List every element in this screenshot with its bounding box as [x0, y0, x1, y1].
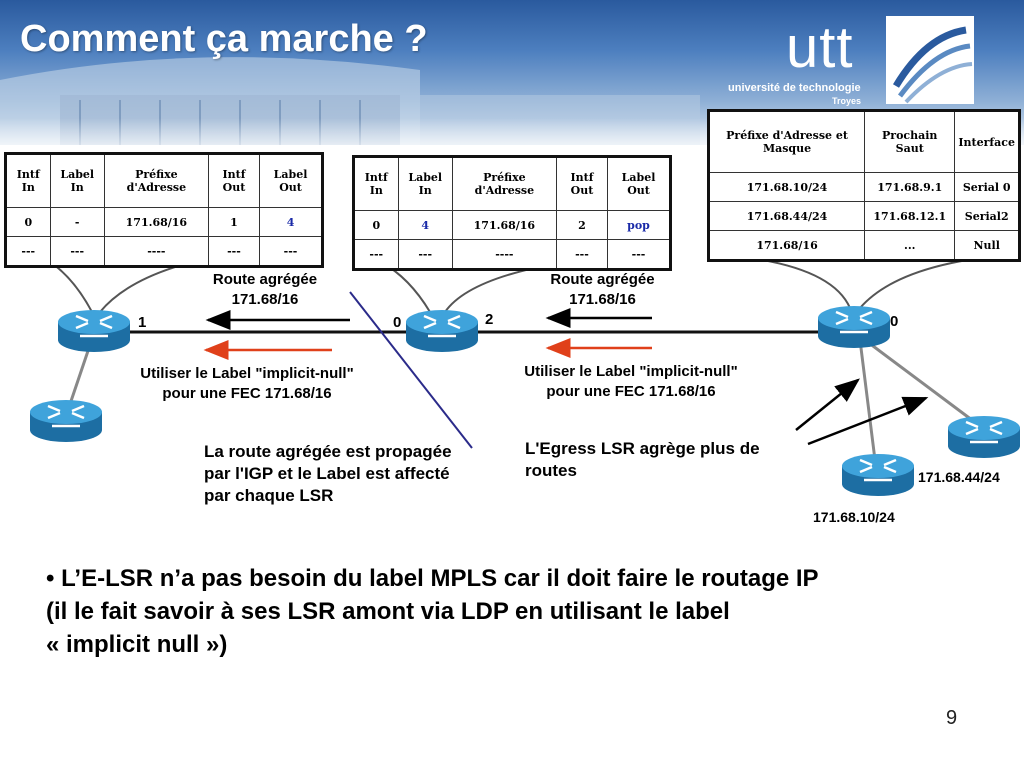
- table-header: Label Out: [259, 153, 323, 208]
- table-cell: 0: [5, 207, 51, 237]
- table-cell: ---: [353, 239, 399, 270]
- table-cell: 171.68/16: [451, 210, 557, 240]
- access-link: [858, 339, 877, 461]
- interface-number: 0: [393, 314, 402, 331]
- table-cell: ---: [397, 239, 453, 270]
- note-text: routes: [525, 461, 577, 480]
- table-cell: ----: [103, 236, 209, 267]
- table-header: Label In: [397, 156, 453, 211]
- route-label-prefix: 171.68/16: [569, 291, 636, 308]
- router-icon: [56, 308, 132, 354]
- note-text: par l'IGP et le Label est affecté: [204, 464, 450, 483]
- table-cell: 171.68.9.1: [864, 172, 956, 202]
- page-number: 9: [946, 707, 958, 729]
- table-cell: 171.68.12.1: [864, 201, 956, 231]
- egress-arrow: [807, 396, 929, 446]
- table-header: Intf In: [353, 156, 399, 211]
- logo-city: Troyes: [832, 96, 862, 106]
- table-header: Interface: [954, 110, 1020, 173]
- logo-emblem: [886, 16, 974, 104]
- network-prefix-label: 171.68.44/24: [918, 469, 1000, 485]
- table-header: Label Out: [607, 156, 671, 211]
- table-cell: ---: [607, 239, 671, 270]
- access-link: [66, 344, 92, 411]
- table-header: Préfixe d'Adresse et Masque: [707, 110, 866, 173]
- interface-number: 2: [485, 311, 494, 328]
- route-label-right: Route agrégée 171.68/16: [530, 270, 675, 310]
- lsr2-label-table: Intf In Label In Préfixe d'Adresse Intf …: [352, 155, 672, 271]
- table-cell-label-out: pop: [607, 210, 671, 240]
- bullet-point: • L’E-LSR n’a pas besoin du label MPLS c…: [46, 562, 976, 661]
- table-connector: [859, 253, 1021, 309]
- note-text: Utiliser le Label "implicit-null": [140, 365, 354, 382]
- route-label-left: Route agrégée 171.68/16: [200, 270, 330, 310]
- table-cell: 2: [555, 210, 609, 240]
- interface-number: 1: [138, 314, 147, 331]
- implicit-null-note-left: Utiliser le Label "implicit-null" pour u…: [118, 364, 376, 404]
- table-cell-label-in: 4: [397, 210, 453, 240]
- table-cell: Serial2: [954, 201, 1020, 231]
- table-header: Prochain Saut: [864, 110, 956, 173]
- route-label-text: Route agrégée: [550, 271, 655, 288]
- route-label-text: Route agrégée: [212, 271, 318, 288]
- note-text: L'Egress LSR agrège plus de: [525, 439, 760, 458]
- router-icon: [946, 414, 1022, 460]
- table-cell: ---: [259, 236, 323, 267]
- header-background: [0, 0, 1024, 145]
- propagation-note: La route agrégée est propagée par l'IGP …: [204, 441, 504, 507]
- logo-wordmark: utt: [786, 15, 854, 80]
- table-cell: ...: [864, 230, 956, 261]
- table-cell: ---: [555, 239, 609, 270]
- router-icon: [816, 304, 892, 350]
- table-header: Label In: [49, 153, 105, 208]
- bullet-line: « implicit null »): [46, 631, 228, 658]
- table-header: Intf Out: [207, 153, 261, 208]
- router-icon: [404, 308, 480, 354]
- table-cell: ---: [49, 236, 105, 267]
- pointer-line: [349, 291, 473, 449]
- note-text: par chaque LSR: [204, 486, 334, 505]
- table-cell: 171.68.44/24: [707, 201, 866, 231]
- implicit-null-note-right: Utiliser le Label "implicit-null" pour u…: [500, 362, 762, 402]
- egress-aggregation-note: L'Egress LSR agrège plus de routes: [525, 438, 805, 482]
- table-cell: ---: [5, 236, 51, 267]
- table-cell: 0: [353, 210, 399, 240]
- table-connector: [711, 253, 851, 309]
- slide-title: Comment ça marche ?: [20, 18, 428, 60]
- table-cell: Null: [954, 230, 1020, 261]
- table-header: Intf Out: [555, 156, 609, 211]
- table-cell: 171.68/16: [707, 230, 866, 261]
- router-icon: [840, 452, 916, 498]
- access-link: [864, 338, 981, 428]
- table-cell: 171.68.10/24: [707, 172, 866, 202]
- lsr1-label-table: Intf In Label In Préfixe d'Adresse Intf …: [4, 152, 324, 268]
- network-prefix-label: 171.68.10/24: [813, 509, 895, 525]
- table-cell: 1: [207, 207, 261, 237]
- note-text: Utiliser le Label "implicit-null": [524, 363, 738, 380]
- interface-number: 0: [890, 313, 899, 330]
- table-header: Préfixe d'Adresse: [451, 156, 557, 211]
- table-header: Intf In: [5, 153, 51, 208]
- egress-routing-table: Préfixe d'Adresse et Masque Prochain Sau…: [707, 109, 1021, 262]
- note-text: La route agrégée est propagée: [204, 442, 452, 461]
- note-text: pour une FEC 171.68/16: [546, 383, 716, 400]
- note-text: pour une FEC 171.68/16: [162, 385, 332, 402]
- table-cell: Serial 0: [954, 172, 1020, 202]
- route-label-prefix: 171.68/16: [231, 291, 299, 308]
- table-cell: 171.68/16: [103, 207, 209, 237]
- egress-arrow: [795, 378, 860, 431]
- table-cell: ---: [207, 236, 261, 267]
- bullet-line: (il le fait savoir à ses LSR amont via L…: [46, 598, 730, 625]
- logo-subtitle: université de technologie: [728, 82, 861, 94]
- table-cell: ----: [451, 239, 557, 270]
- bullet-line: • L’E-LSR n’a pas besoin du label MPLS c…: [46, 565, 819, 592]
- router-icon: [28, 398, 104, 444]
- table-cell: -: [49, 207, 105, 237]
- table-cell-label-out: 4: [259, 207, 323, 237]
- table-header: Préfixe d'Adresse: [103, 153, 209, 208]
